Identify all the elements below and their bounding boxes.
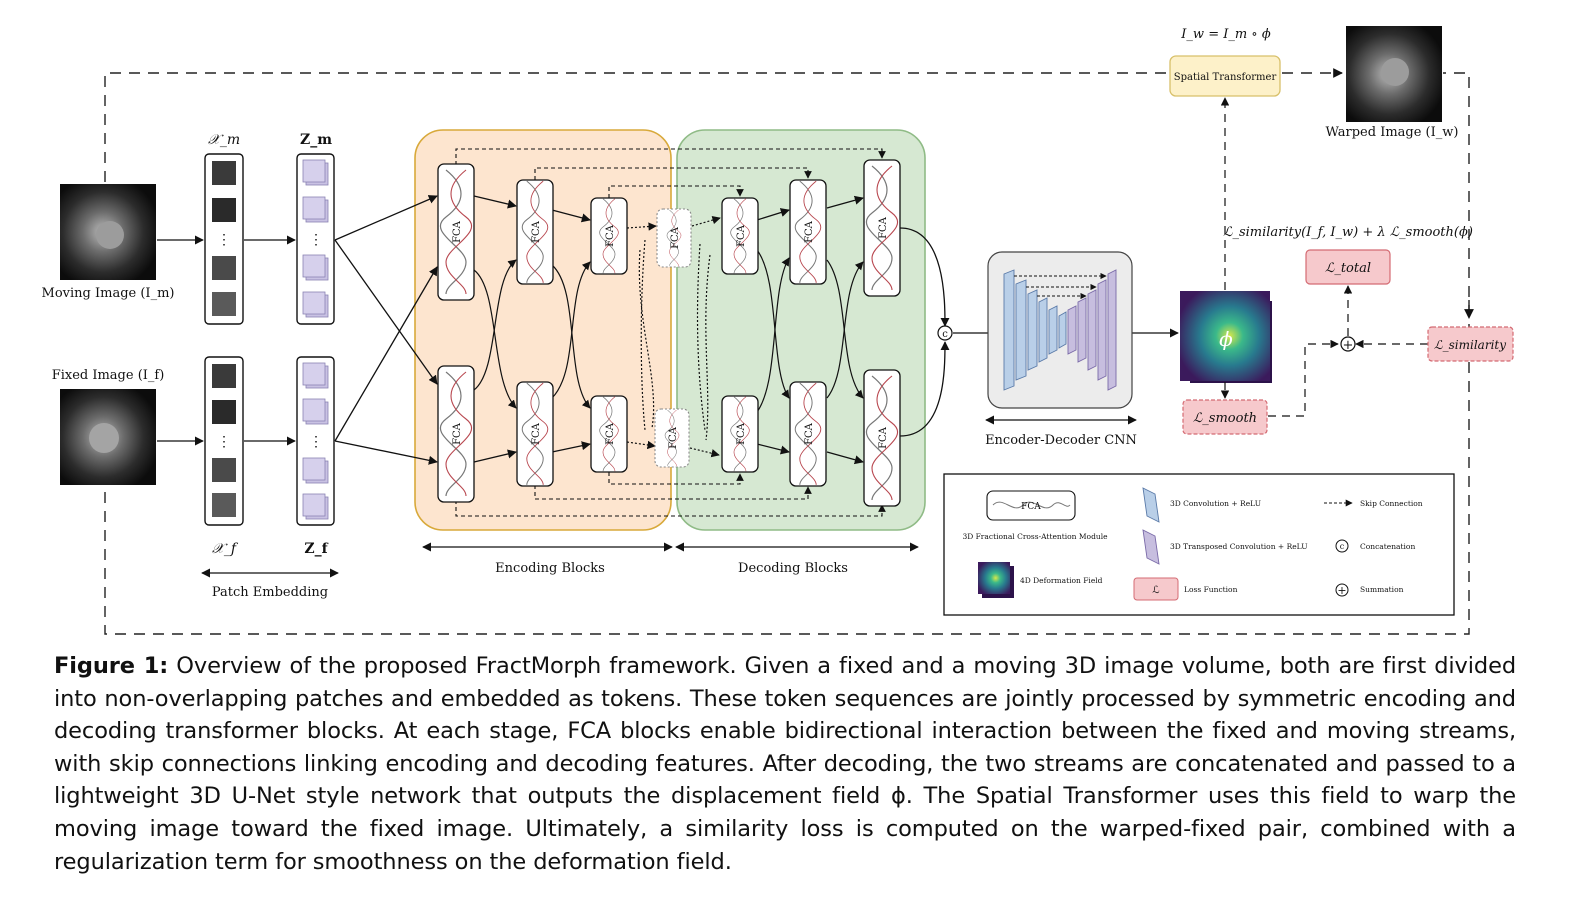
fca-blocks: FCA FCA FCA FCA FCA FCA (437, 159, 901, 507)
legend-conv-icon (1142, 487, 1160, 523)
svg-text:ℒ: ℒ (1152, 585, 1159, 596)
svg-text:FCA: FCA (605, 422, 616, 445)
svg-text:FCA: FCA (670, 226, 681, 249)
svg-text:c: c (942, 329, 948, 340)
outer-dashed-loop (104, 68, 1474, 635)
svg-text:FCA: FCA (878, 426, 889, 449)
moving-image-label: Moving Image (I_m) (42, 286, 175, 301)
phi-dashed-arrows (1220, 97, 1428, 417)
fca-block-enc1-top: FCA (437, 163, 475, 301)
legend-concat-label: Concatenation (1360, 542, 1415, 551)
fractmorph-diagram: Moving Image (I_m) Fixed Image (I_f) ⋮ ⋮… (42, 26, 1514, 635)
moving-image-stack (60, 184, 156, 280)
fca-block-dec2-top: FCA (789, 179, 827, 285)
caption-text: Overview of the proposed FractMorph fram… (54, 653, 1516, 875)
fca-block-enc3-top: FCA (590, 197, 628, 275)
svg-text:c: c (1340, 542, 1345, 551)
xf-label: 𝒳_f (212, 541, 239, 557)
svg-text:FCA: FCA (531, 422, 542, 445)
cross-connections (473, 249, 864, 413)
loss-equation: ℒ_similarity(I_f, I_w) + λ ℒ_smooth(ϕ) (1223, 225, 1473, 240)
legend-loss-label: Loss Function (1184, 585, 1238, 594)
svg-text:+: + (1343, 338, 1354, 353)
decoding-blocks-label: Decoding Blocks (738, 561, 848, 576)
svg-text:ℒ_smooth: ℒ_smooth (1193, 411, 1257, 426)
fca-block-bottleneck-top: FCA (656, 208, 692, 268)
tokens-fixed (296, 356, 335, 526)
legend-tconv-label: 3D Transposed Convolution + ReLU (1170, 542, 1308, 551)
spatial-transformer-box: Spatial Transformer (1169, 55, 1281, 97)
stream-arrows (473, 195, 1179, 465)
fca-block-enc2-top: FCA (516, 179, 554, 285)
svg-text:FCA: FCA (1021, 502, 1041, 512)
patches-fixed (204, 356, 244, 526)
patches-moving (204, 153, 244, 325)
legend-skip-label: Skip Connection (1360, 499, 1423, 508)
svg-text:FCA: FCA (668, 426, 679, 449)
fca-block-enc3-bottom: FCA (590, 395, 628, 473)
legend-sum-label: Summation (1360, 585, 1404, 594)
svg-text:FCA: FCA (452, 220, 463, 243)
svg-text:FCA: FCA (531, 220, 542, 243)
fca-block-enc1-bottom: FCA (437, 365, 475, 503)
fixed-image-stack (60, 389, 156, 485)
warped-image-label: Warped Image (I_w) (1326, 125, 1459, 140)
deformation-field (1180, 291, 1272, 383)
patches-fixed-ellipsis: ⋮ (217, 434, 231, 450)
figure-caption: Figure 1: Overview of the proposed Fract… (54, 650, 1516, 878)
concatenation-node: c (937, 325, 953, 341)
legend-conv-label: 3D Convolution + ReLU (1170, 499, 1261, 508)
fixed-image-label: Fixed Image (I_f) (52, 368, 165, 383)
svg-text:FCA: FCA (804, 220, 815, 243)
tokens-fixed-ellipsis: ⋮ (309, 434, 323, 450)
legend-tconv-icon (1142, 529, 1160, 565)
fca-block-dec3-top: FCA (863, 159, 901, 297)
legend-box: FCA 3D Fractional Cross-Attention Module… (943, 473, 1455, 616)
tokens-moving (296, 153, 335, 325)
legend-fca-icon: FCA (986, 490, 1076, 521)
svg-text:+: + (1337, 584, 1346, 597)
xm-label: 𝒳_m (208, 132, 240, 148)
fca-block-dec1-bottom: FCA (721, 395, 759, 473)
svg-text:FCA: FCA (878, 216, 889, 239)
input-arrows (157, 195, 1137, 578)
legend-loss-icon: ℒ (1133, 577, 1179, 601)
svg-text:FCA: FCA (452, 422, 463, 445)
patches-moving-ellipsis: ⋮ (217, 232, 231, 248)
legend-deformation-icon (978, 562, 1014, 598)
svg-text:FCA: FCA (605, 224, 616, 247)
legend-fca-label: 3D Fractional Cross-Attention Module (962, 532, 1108, 541)
fca-block-bottleneck-bottom: FCA (654, 408, 690, 468)
patch-embedding-label: Patch Embedding (212, 585, 328, 600)
zm-label: Z_m (300, 132, 332, 148)
l-smooth-box: ℒ_smooth (1182, 399, 1268, 435)
legend-deformation-label: 4D Deformation Field (1020, 576, 1103, 585)
encoder-decoder-cnn (987, 251, 1133, 409)
svg-text:FCA: FCA (736, 422, 747, 445)
svg-text:FCA: FCA (736, 224, 747, 247)
svg-text:ℒ_similarity: ℒ_similarity (1434, 338, 1506, 352)
phi-label: ϕ (1219, 327, 1233, 351)
encoder-decoder-cnn-label: Encoder-Decoder CNN (985, 433, 1137, 448)
caption-label: Figure 1: (54, 653, 169, 679)
svg-text:ℒ_total: ℒ_total (1325, 261, 1371, 276)
summation-node: + (1340, 336, 1356, 353)
encoding-blocks-label: Encoding Blocks (495, 561, 605, 576)
spatial-transformer-label: Spatial Transformer (1174, 72, 1277, 83)
skip-connections (455, 148, 886, 517)
fca-block-enc2-bottom: FCA (516, 381, 554, 487)
l-similarity-box: ℒ_similarity (1427, 326, 1514, 362)
fca-block-dec2-bottom: FCA (789, 381, 827, 487)
legend-concat-icon: c (1335, 539, 1349, 553)
zf-label: Z_f (304, 541, 328, 557)
stream-arrows-dotted (626, 216, 721, 458)
fca-block-dec3-bottom: FCA (863, 369, 901, 507)
warped-image-stack (1346, 26, 1442, 122)
tokens-moving-ellipsis: ⋮ (309, 232, 323, 248)
svg-text:FCA: FCA (804, 422, 815, 445)
fca-block-dec1-top: FCA (721, 197, 759, 275)
warp-equation: I_w = I_m ∘ ϕ (1180, 27, 1271, 42)
l-total-box: ℒ_total (1305, 249, 1391, 285)
legend-sum-icon: Summation + (1335, 583, 1349, 597)
